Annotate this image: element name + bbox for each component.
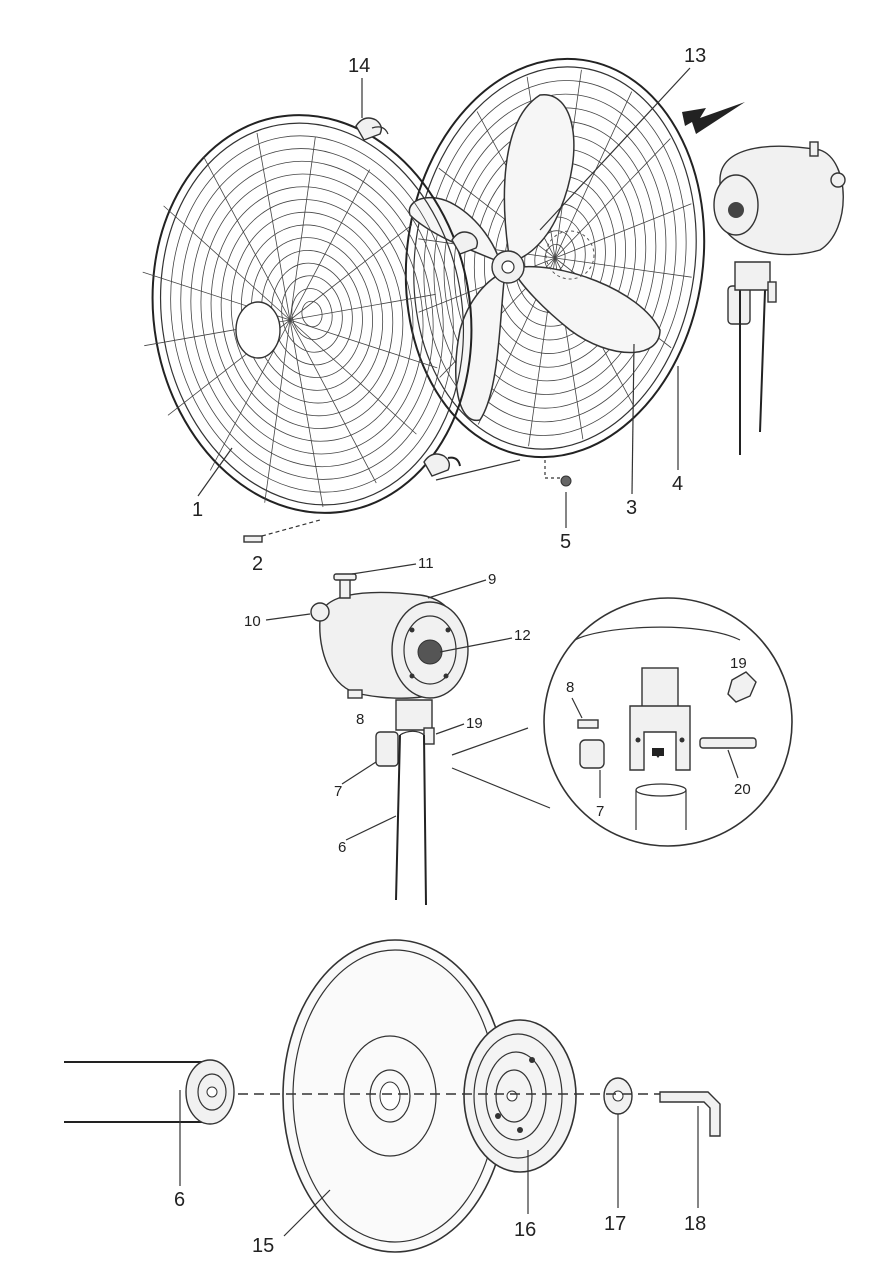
label-12: 12 [514,627,531,644]
front-grille-badge [235,301,281,359]
label-6-base: 6 [174,1189,185,1211]
grille-ring [220,199,404,429]
grille-ring [230,211,394,417]
grille-spoke [289,319,324,508]
pole-end-6 [64,1059,235,1125]
grille-ring [291,288,333,340]
washer-17 [603,1077,633,1115]
label-2: 2 [252,553,263,575]
label-7-detail: 7 [596,803,604,820]
top-labels: 14 13 1 2 3 4 5 [192,45,706,575]
grille-spoke [554,91,633,259]
motor-head [310,573,469,699]
grille-ring [281,275,343,353]
knob-11 [339,577,351,599]
label-14: 14 [348,55,370,77]
label-11: 11 [418,555,434,572]
knob-7 [375,731,399,767]
grille-spoke [289,169,371,321]
grille-clips [355,117,479,477]
middle-labels: 11 9 10 12 8 19 7 6 [244,555,531,856]
direction-arrow [682,102,745,134]
grille-ring [301,300,323,328]
detail-callout: 8 19 7 20 [543,597,793,847]
grille-spoke [256,132,291,321]
label-19-detail: 19 [730,655,747,672]
label-1: 1 [192,499,203,521]
label-16: 16 [514,1219,536,1241]
label-19: 19 [466,715,483,732]
grille-spoke [554,203,692,259]
grille-spoke [203,156,291,321]
grille-spoke [289,293,436,321]
label-5: 5 [560,531,571,553]
grille-ring [210,186,414,442]
label-7: 7 [334,783,342,800]
bottom-labels: 6 15 16 17 18 [174,1090,706,1257]
grille-spoke [554,257,692,278]
label-18: 18 [684,1213,706,1235]
grille-spoke [289,319,417,435]
front-grille [142,114,473,514]
label-15: 15 [252,1235,274,1257]
base-weight-16 [463,1019,577,1173]
grille-ring [190,160,434,468]
grille-ring [200,173,424,455]
nut-5 [435,459,572,487]
base-plate-15 [282,939,508,1253]
grille-ring [180,148,444,480]
label-17: 17 [604,1213,626,1235]
label-8: 8 [356,711,364,728]
pole-assembly [375,699,435,906]
grille-spoke [554,138,671,259]
label-10: 10 [244,613,261,630]
grille-ring [170,135,454,493]
label-13: 13 [684,45,706,67]
grille-spoke [289,319,438,369]
screw-2 [243,519,321,543]
motor-head-preview [713,141,846,455]
grille-spoke [264,319,291,503]
grille-spoke [289,319,377,484]
grille-spoke [163,205,291,321]
label-6-pole: 6 [338,839,346,856]
label-4: 4 [672,473,683,495]
label-8-detail: 8 [566,679,574,696]
grille-spoke [289,224,413,321]
label-3: 3 [626,497,637,519]
label-20: 20 [734,781,751,798]
grille-spoke [289,137,316,321]
label-9: 9 [488,571,496,588]
grille-ring [271,262,353,366]
fan-blade [408,94,661,421]
knob-10 [310,602,330,622]
hex-key-18 [659,1091,721,1137]
